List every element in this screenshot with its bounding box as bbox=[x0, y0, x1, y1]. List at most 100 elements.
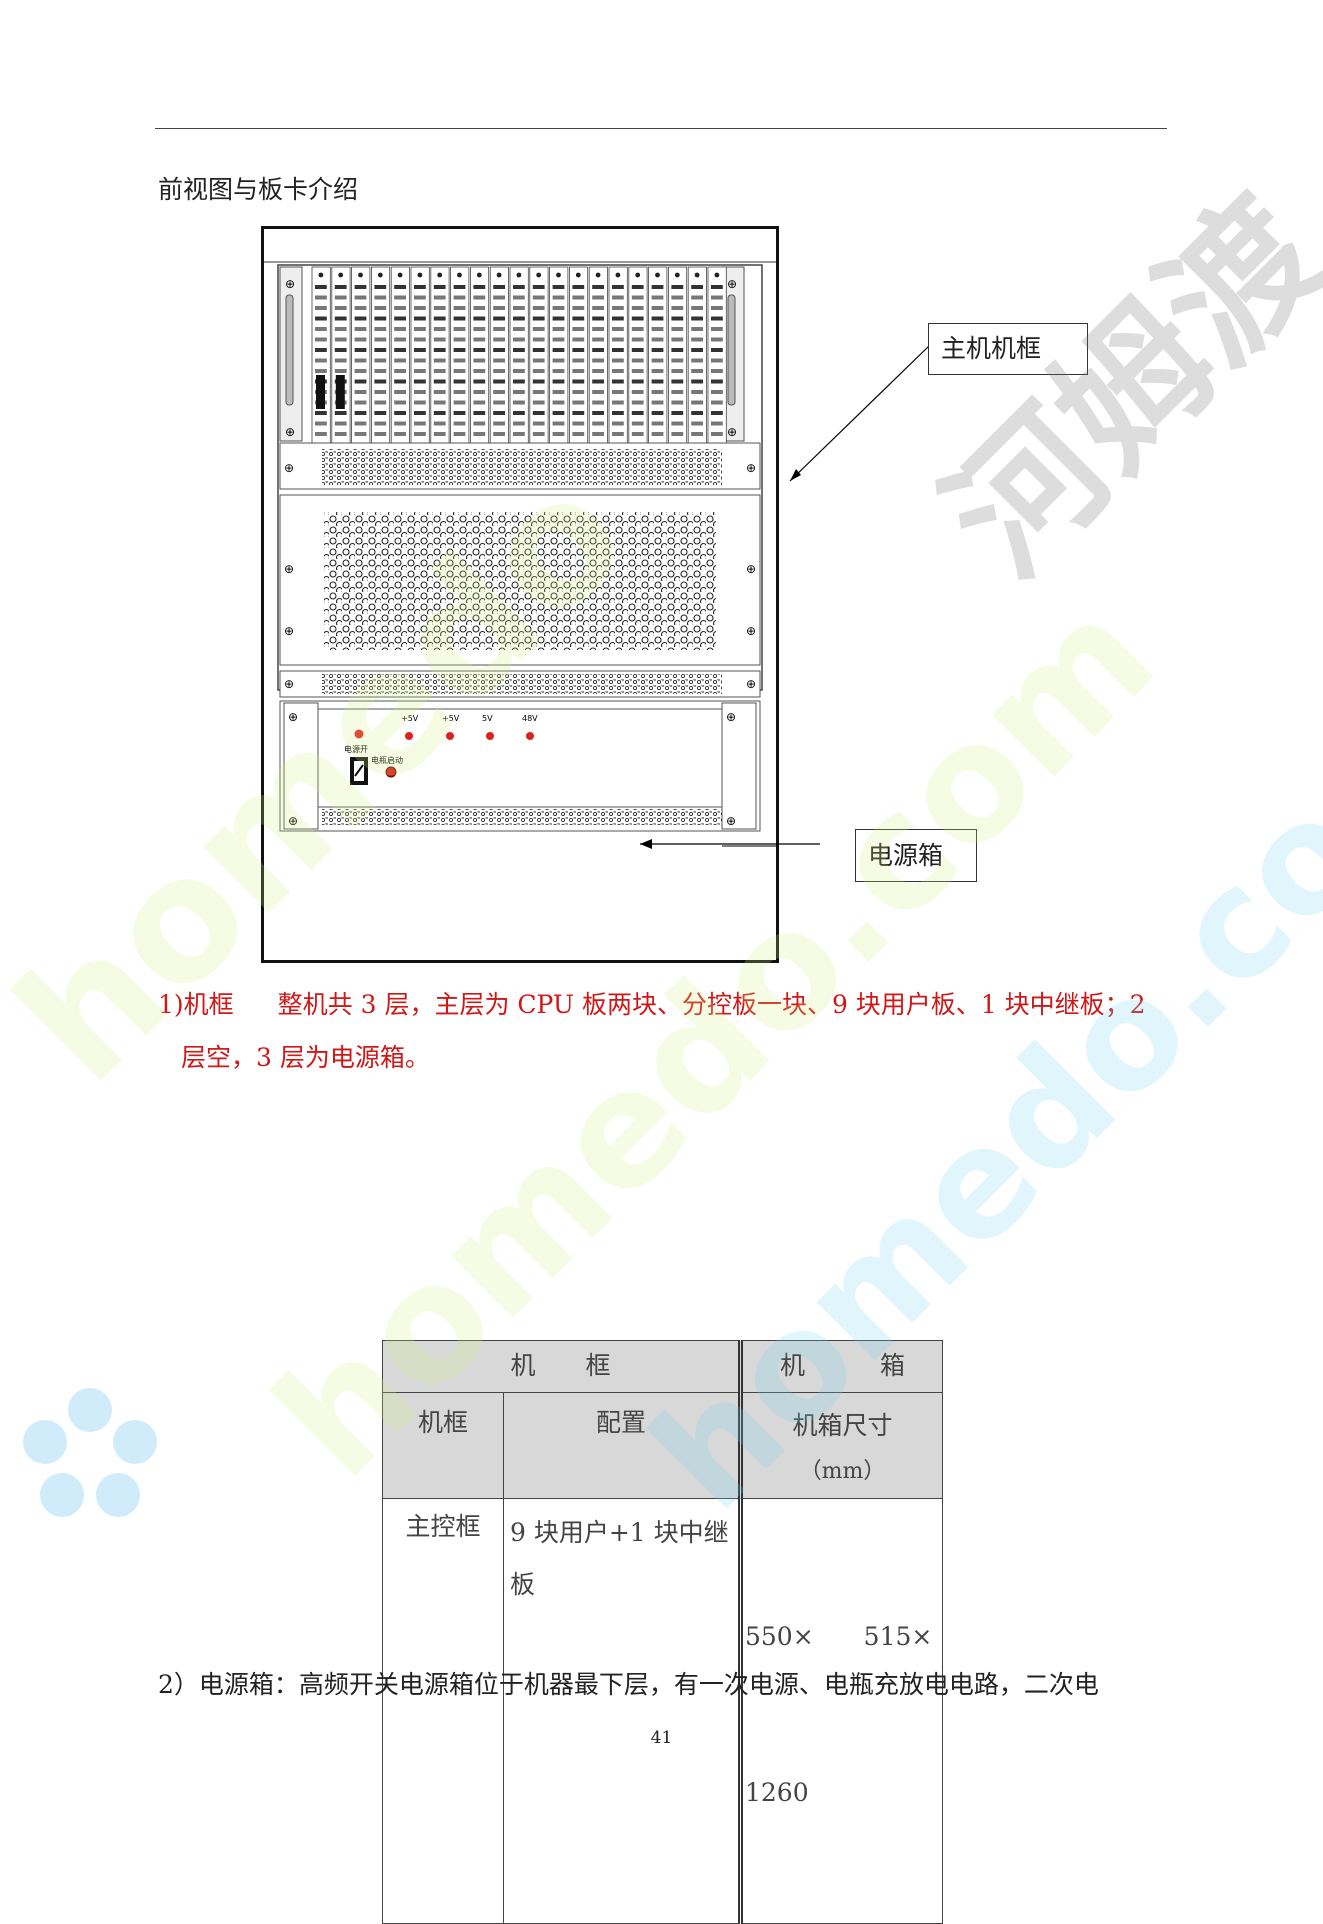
card-port bbox=[651, 390, 664, 394]
card-port bbox=[513, 316, 525, 321]
card-port bbox=[374, 379, 387, 384]
card-port bbox=[354, 295, 367, 300]
card-port bbox=[572, 358, 585, 363]
card-port bbox=[671, 400, 684, 405]
svg-text:⊕: ⊕ bbox=[726, 814, 736, 828]
card-port bbox=[433, 432, 446, 436]
card-port bbox=[711, 316, 723, 321]
card-port bbox=[394, 285, 406, 289]
svg-text:⊕: ⊕ bbox=[284, 461, 294, 475]
card-port bbox=[552, 348, 565, 352]
card-port bbox=[651, 400, 664, 405]
voltage-led bbox=[446, 732, 454, 740]
card-port bbox=[711, 306, 723, 310]
cpu-card-connector bbox=[316, 375, 325, 409]
card-port bbox=[711, 337, 723, 342]
card-port bbox=[473, 306, 486, 310]
card-port bbox=[532, 432, 545, 436]
card-port bbox=[374, 400, 387, 405]
card-port bbox=[631, 348, 644, 352]
card-port bbox=[493, 390, 505, 394]
card-port bbox=[374, 285, 387, 289]
card-port bbox=[572, 348, 585, 352]
svg-text:⊕: ⊕ bbox=[746, 562, 756, 576]
card-port bbox=[651, 421, 664, 426]
card-screw bbox=[635, 272, 641, 278]
card-port bbox=[493, 432, 505, 436]
card-port bbox=[552, 390, 565, 394]
card-port bbox=[691, 379, 703, 384]
card-port bbox=[592, 379, 604, 384]
card-port bbox=[414, 295, 426, 300]
card-port bbox=[394, 432, 406, 436]
card-port bbox=[414, 421, 426, 426]
card-port bbox=[572, 306, 585, 310]
card-port bbox=[532, 348, 545, 352]
card-port bbox=[671, 421, 684, 426]
card-port bbox=[691, 411, 703, 415]
voltage-led bbox=[486, 732, 494, 740]
card-port bbox=[374, 327, 387, 331]
card-port bbox=[671, 432, 684, 436]
card-port bbox=[513, 337, 525, 342]
card-port bbox=[572, 421, 585, 426]
th-frame: 机 框 bbox=[382, 1340, 743, 1393]
card-port bbox=[473, 390, 486, 394]
watermark-cn: 河姆渡 bbox=[914, 166, 1323, 608]
card-port bbox=[532, 285, 545, 289]
card-port bbox=[354, 369, 367, 373]
card-port bbox=[394, 421, 406, 426]
card-port bbox=[433, 306, 446, 310]
card-port bbox=[631, 411, 644, 415]
card-port bbox=[532, 390, 545, 394]
card-port bbox=[414, 390, 426, 394]
card-port bbox=[414, 306, 426, 310]
card-port bbox=[315, 358, 327, 363]
card-port bbox=[513, 400, 525, 405]
card-port bbox=[631, 327, 644, 331]
card-port bbox=[532, 327, 545, 331]
card-port bbox=[552, 358, 565, 363]
card-port bbox=[631, 337, 644, 342]
card-screw bbox=[556, 272, 561, 278]
card-port bbox=[334, 295, 347, 300]
card-port bbox=[433, 390, 446, 394]
card-port bbox=[711, 400, 723, 405]
card-port bbox=[631, 358, 644, 363]
card-port bbox=[493, 421, 505, 426]
card-port bbox=[592, 421, 604, 426]
card-port bbox=[315, 369, 327, 373]
card-slot bbox=[311, 266, 331, 444]
card-slot bbox=[469, 266, 490, 444]
card-port bbox=[513, 411, 525, 415]
card-port bbox=[473, 411, 486, 415]
card-port bbox=[374, 306, 387, 310]
card-port bbox=[394, 400, 406, 405]
card-port bbox=[315, 432, 327, 436]
card-port bbox=[711, 379, 723, 384]
card-port bbox=[433, 327, 446, 331]
card-port bbox=[334, 348, 347, 352]
card-port bbox=[493, 306, 505, 310]
card-port bbox=[493, 337, 505, 342]
card-port bbox=[453, 432, 466, 436]
card-port bbox=[354, 432, 367, 436]
card-slot bbox=[371, 266, 391, 444]
header-rule bbox=[155, 128, 1167, 129]
card-port bbox=[433, 369, 446, 373]
card-port bbox=[513, 295, 525, 300]
card-port bbox=[612, 316, 624, 321]
card-port bbox=[374, 337, 387, 342]
card-port bbox=[473, 337, 486, 342]
card-port bbox=[612, 432, 624, 436]
card-port bbox=[691, 390, 703, 394]
card-port bbox=[374, 295, 387, 300]
card-port bbox=[334, 327, 347, 331]
card-port bbox=[453, 390, 466, 394]
card-port bbox=[572, 369, 585, 373]
card-slot bbox=[450, 266, 470, 444]
card-slot bbox=[588, 266, 608, 444]
card-port bbox=[532, 358, 545, 363]
card-port bbox=[473, 369, 486, 373]
card-port bbox=[315, 421, 327, 426]
